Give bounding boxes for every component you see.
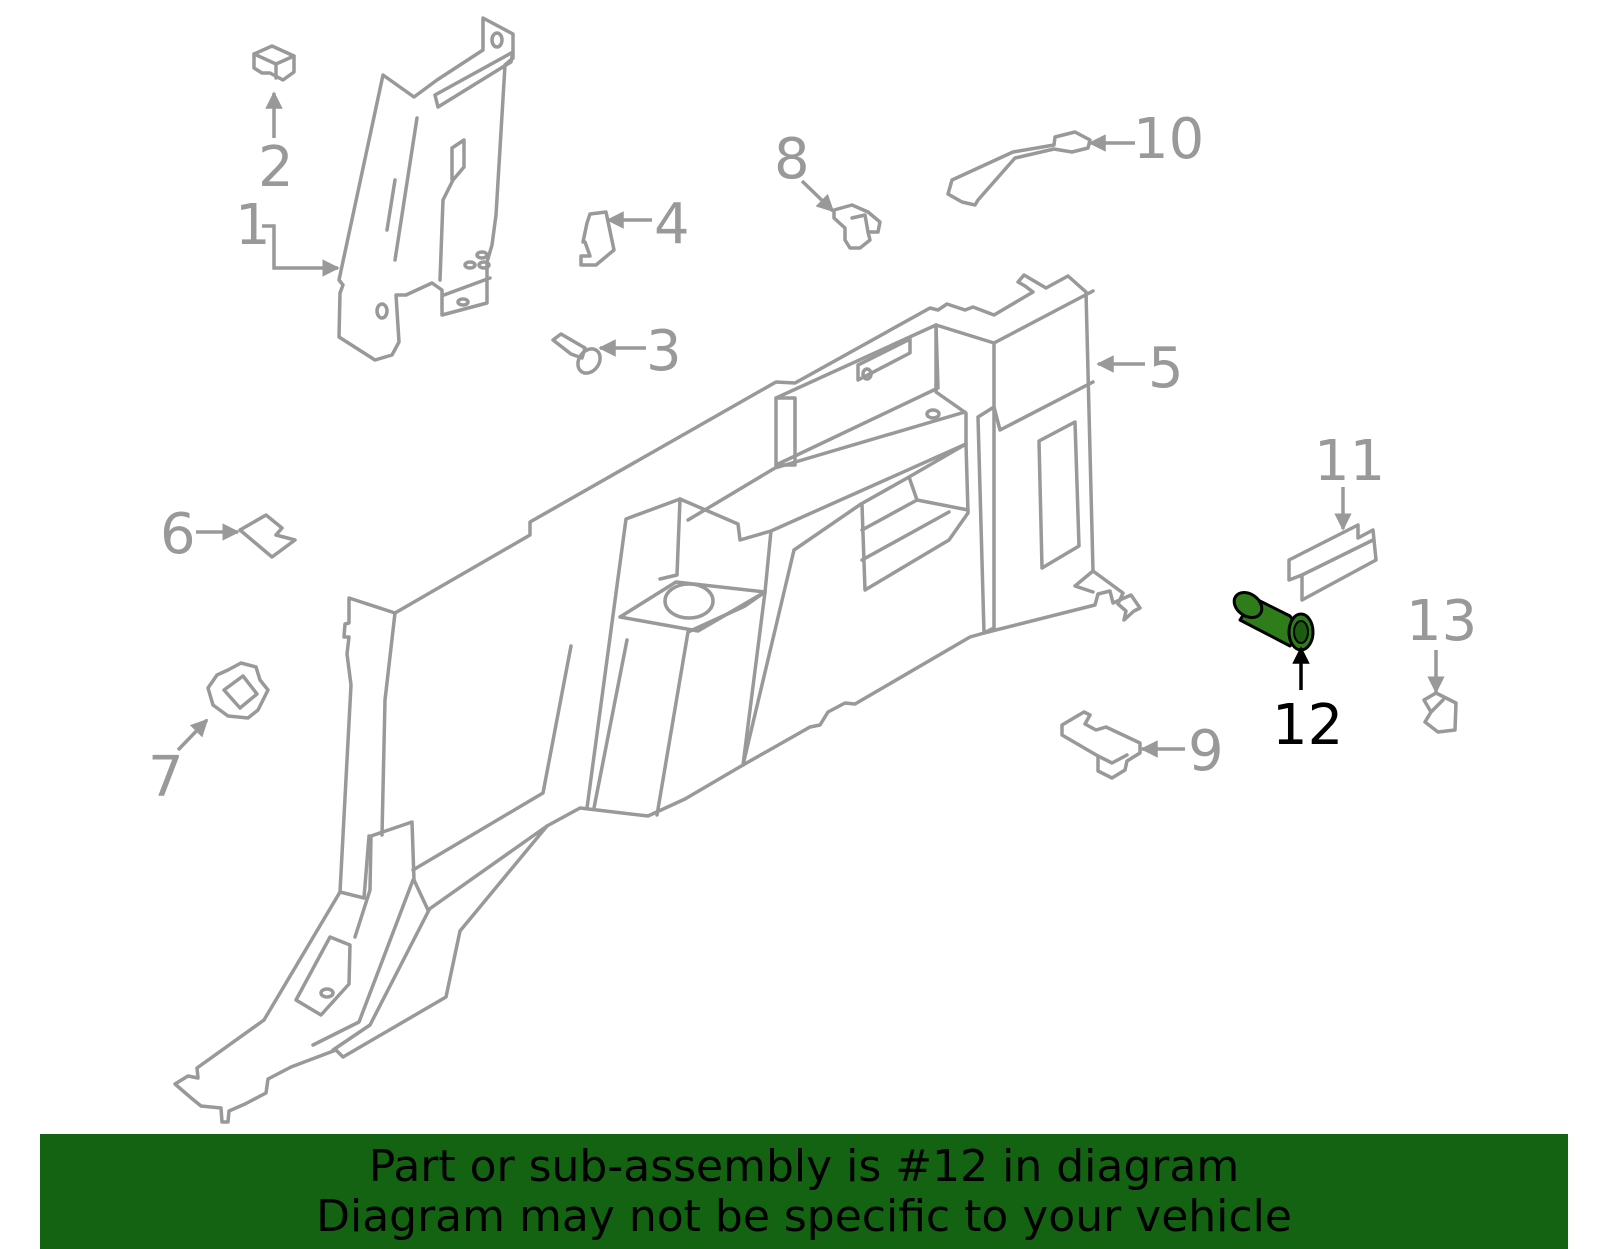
- callout-labels: 1 2 3 4 5 6 7 8 9 10 11 12 13: [148, 107, 1477, 810]
- callout-12: 12: [1272, 693, 1343, 758]
- callout-2: 2: [258, 135, 294, 200]
- leader-lines: [176, 91, 1445, 758]
- callout-4: 4: [654, 192, 690, 257]
- callout-13: 13: [1406, 589, 1477, 654]
- banner-line-2: Diagram may not be specific to your vehi…: [316, 1191, 1292, 1242]
- part-5-quarter-trim-panel: [173, 273, 1142, 1124]
- callout-6: 6: [160, 502, 196, 567]
- part-9-bracket: [1060, 710, 1142, 780]
- callout-9: 9: [1188, 719, 1224, 784]
- part-11-pad: [1287, 523, 1378, 602]
- part-2-clip: [252, 44, 296, 82]
- part-1-pillar-trim: [337, 16, 515, 362]
- part-4-bracket: [579, 210, 616, 267]
- callout-11: 11: [1314, 429, 1385, 494]
- info-banner: Part or sub-assembly is #12 in diagram D…: [40, 1134, 1568, 1249]
- callout-7: 7: [148, 745, 184, 810]
- callout-5: 5: [1148, 336, 1184, 401]
- part-13-clip: [1422, 691, 1458, 734]
- part-7-round-clip: [206, 661, 270, 720]
- callout-3: 3: [646, 319, 682, 384]
- callout-1: 1: [235, 193, 271, 258]
- part-6-fastener: [238, 513, 297, 559]
- banner-line-1: Part or sub-assembly is #12 in diagram: [368, 1141, 1240, 1192]
- part-3-push-pin: [551, 332, 602, 375]
- part-8-clip: [832, 203, 882, 250]
- part-10-strap: [946, 130, 1092, 207]
- callout-10: 10: [1133, 107, 1204, 172]
- callout-8: 8: [774, 127, 810, 192]
